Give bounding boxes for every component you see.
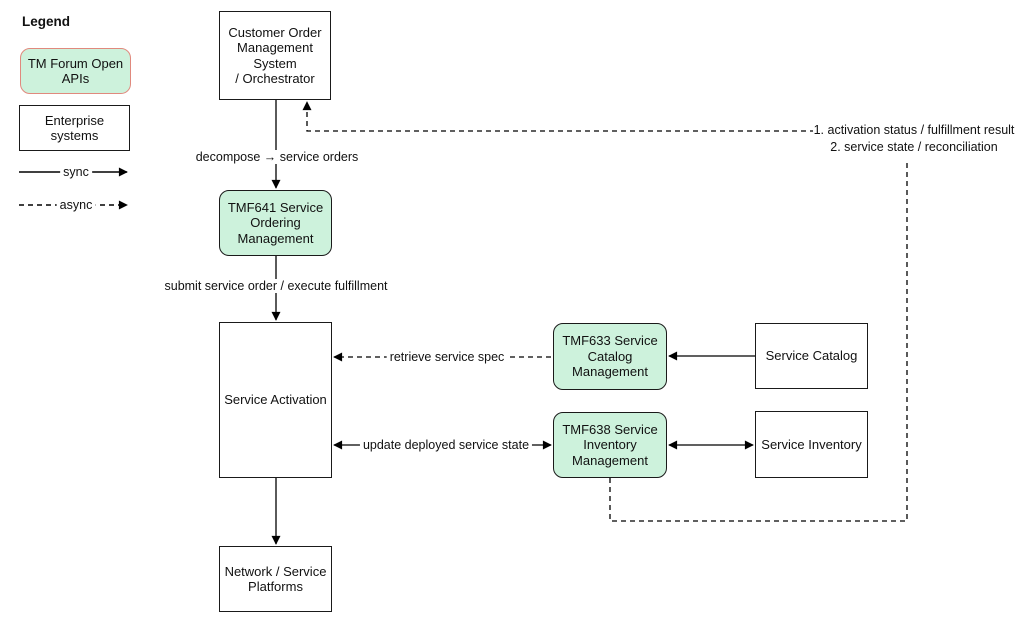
tmf638-node: TMF638 Service Inventory Management bbox=[553, 412, 667, 478]
tmf633-node: TMF633 Service Catalog Management bbox=[553, 323, 667, 390]
service-activation-node: Service Activation bbox=[219, 322, 332, 478]
legend-async-label: async bbox=[56, 198, 96, 212]
edge-label-submit: submit service order / execute fulfillme… bbox=[161, 279, 391, 293]
edge-feedback-upper bbox=[302, 101, 815, 132]
edge-label-feedback-line1: 1. activation status / fulfillment resul… bbox=[813, 123, 1015, 137]
tmf641-node: TMF641 Service Ordering Management bbox=[219, 190, 332, 256]
service-catalog-node: Service Catalog bbox=[755, 323, 868, 389]
edge-label-update: update deployed service state bbox=[359, 438, 533, 452]
edge-label-decompose: decompose → service orders bbox=[192, 150, 362, 164]
edge-label-retrieve: retrieve service spec bbox=[386, 350, 508, 364]
legend-title: Legend bbox=[22, 14, 71, 29]
edge-label-feedback: 1. activation status / fulfillment resul… bbox=[813, 122, 1015, 156]
legend-swatch-enterprise-systems: Enterprise systems bbox=[19, 105, 130, 151]
edge-label-feedback-line2: 2. service state / reconciliation bbox=[830, 140, 998, 154]
customer-order-node: Customer Order Management System / Orche… bbox=[219, 11, 331, 100]
legend-sync-label: sync bbox=[60, 165, 92, 179]
legend-swatch-tm-forum-apis: TM Forum Open APIs bbox=[20, 48, 131, 94]
service-inventory-node: Service Inventory bbox=[755, 411, 868, 478]
network-platforms-node: Network / Service Platforms bbox=[219, 546, 332, 612]
